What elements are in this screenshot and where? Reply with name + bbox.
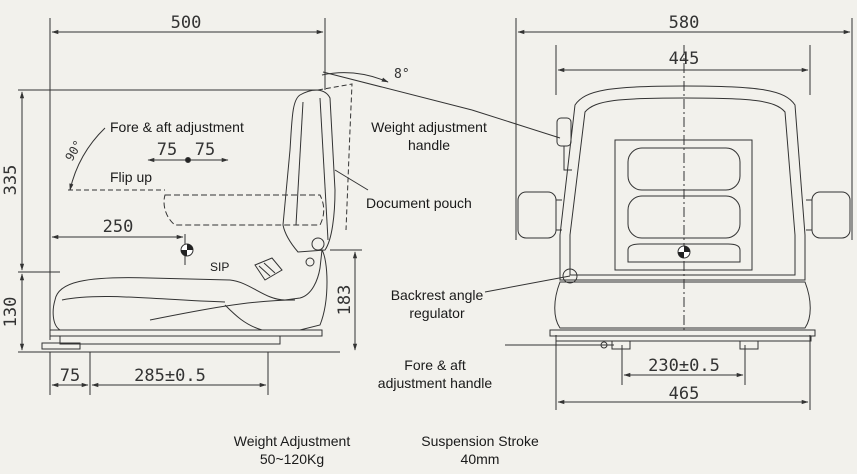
spec-suspension-stroke-value: 40mm	[460, 451, 500, 467]
dim-seat-height: 130	[1, 297, 21, 328]
label-sip: SIP	[210, 260, 230, 274]
dim-backrest-tilt: 8°	[394, 67, 410, 82]
label-weight-adjustment-handle: Weight adjustment handle	[362, 118, 496, 154]
dim-backrest-height: 335	[1, 165, 21, 196]
label-fore-aft-handle-line2: adjustment handle	[377, 375, 493, 391]
dim-fore-aft-1: 75	[157, 140, 177, 160]
spec-suspension-stroke: Suspension Stroke 40mm	[410, 432, 550, 468]
dim-rail-spacing-front: 230±0.5	[648, 356, 720, 376]
dim-rail-offset: 75	[60, 366, 80, 386]
label-fore-aft-adjustment: Fore & aft adjustment	[110, 119, 244, 135]
label-weight-adjustment-line1: Weight adjustment	[371, 119, 487, 135]
label-backrest-angle-regulator: Backrest angle regulator	[386, 286, 488, 322]
label-document-pouch: Document pouch	[366, 195, 472, 211]
dim-base-width: 465	[669, 384, 700, 404]
spec-weight-adjustment: Weight Adjustment 50~120Kg	[222, 432, 362, 468]
spec-suspension-stroke-title: Suspension Stroke	[421, 433, 539, 449]
label-fore-aft-handle-line1: Fore & aft	[404, 357, 466, 373]
dim-front-width: 580	[669, 13, 700, 33]
dim-rail-spacing-side: 285±0.5	[134, 366, 206, 386]
spec-weight-adjustment-title: Weight Adjustment	[233, 433, 351, 449]
dim-backrest-width: 445	[669, 49, 700, 69]
label-backrest-line1: Backrest angle	[390, 287, 484, 303]
dim-sip-offset: 250	[103, 217, 134, 237]
spec-weight-adjustment-value: 50~120Kg	[259, 451, 325, 467]
dim-fore-aft-2: 75	[195, 140, 215, 160]
label-flip-up: Flip up	[110, 169, 153, 185]
dim-flip-angle: 90°	[62, 138, 85, 164]
dim-side-width: 500	[171, 13, 202, 33]
label-fore-aft-handle: Fore & aft adjustment handle	[368, 356, 502, 392]
dim-base-height: 183	[335, 285, 355, 316]
label-backrest-line2: regulator	[409, 305, 465, 321]
label-weight-adjustment-line2: handle	[407, 137, 451, 153]
